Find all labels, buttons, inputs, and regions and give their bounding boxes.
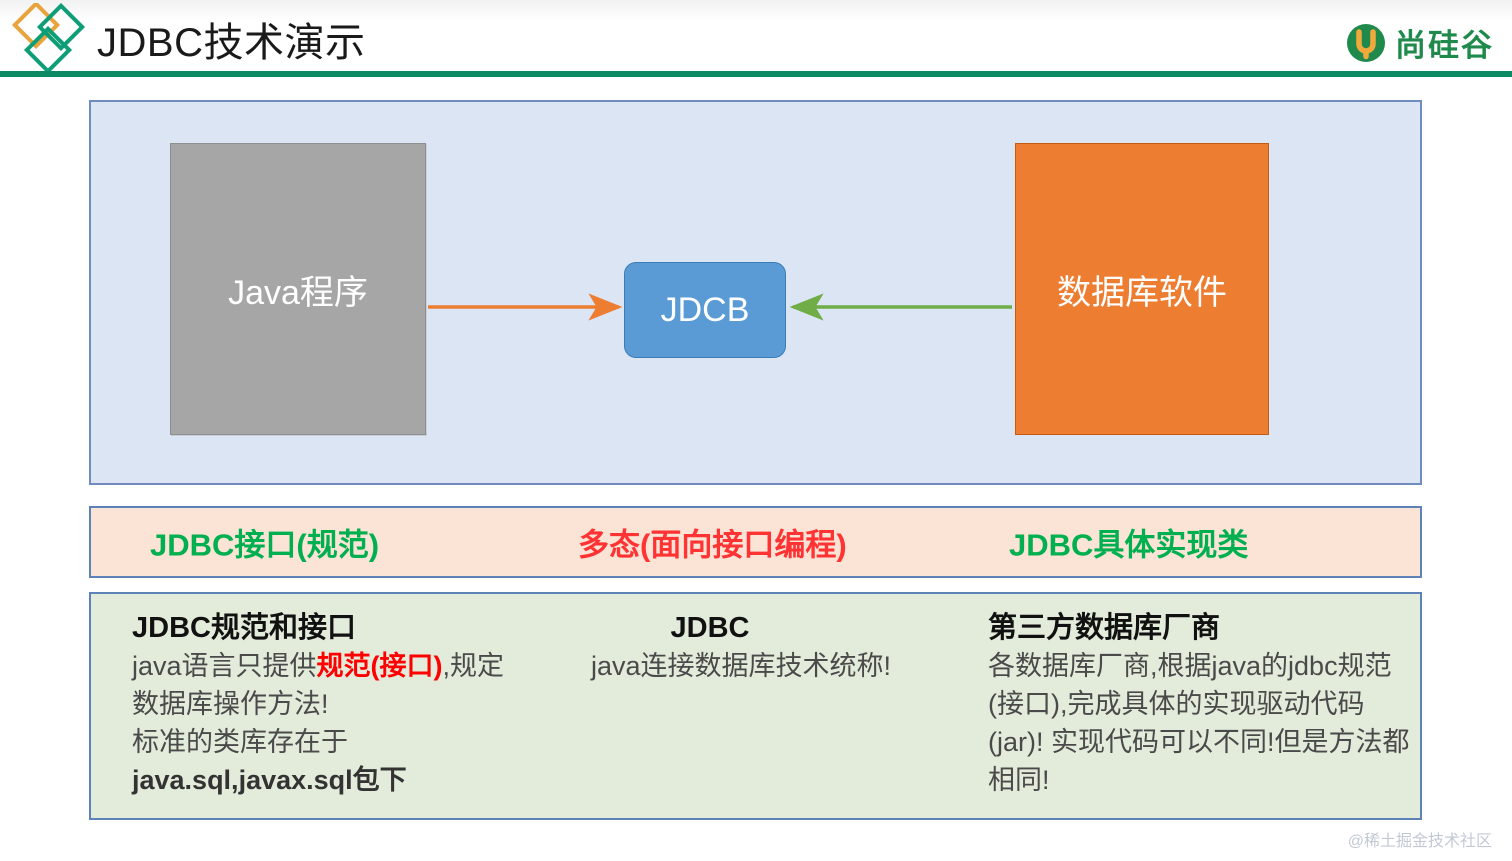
text-highlight: 规范(接口) (316, 651, 443, 682)
diamonds-logo-icon (8, 0, 86, 75)
column-body: java连接数据库技术统称! (591, 651, 892, 682)
watermark: @稀土掘金技术社区 (1347, 833, 1492, 850)
explanation-column-jdbc: JDBC java连接数据库技术统称! (591, 610, 921, 686)
column-body: 各数据库厂商,根据java的jdbc规范(接口),完成具体的实现驱动代码(jar… (988, 651, 1410, 795)
architecture-diagram: Java程序 JDCB 数据库软件 (89, 100, 1422, 485)
text-bold: java.sql,javax.sql (132, 764, 353, 795)
column-heading: JDBC规范和接口 (132, 612, 356, 644)
band-label-polymorphism: 多态(面向接口编程) (578, 527, 847, 563)
text-plain: ,规定数据库操作方法! (132, 651, 505, 720)
column-body: java语言只提供规范(接口),规定数据库操作方法! 标准的类库存在于 java.s… (132, 648, 522, 799)
brand-logo: 尚硅谷 (1346, 20, 1494, 65)
node-jdcb: JDCB (624, 262, 786, 358)
diagram-arrows (428, 293, 1012, 321)
band-label-jdbc-interface: JDBC接口(规范) (150, 527, 380, 563)
role-label-band: JDBC接口(规范) 多态(面向接口编程) JDBC具体实现类 (89, 506, 1422, 578)
node-jdcb-label: JDCB (660, 290, 750, 329)
node-java-program-label: Java程序 (228, 273, 368, 312)
band-label-jdbc-implementation: JDBC具体实现类 (1009, 527, 1249, 563)
header-divider (0, 71, 1512, 77)
explanation-column-spec: JDBC规范和接口 java语言只提供规范(接口),规定数据库操作方法! 标准的类… (132, 610, 522, 799)
text-bold: 包下 (352, 764, 407, 795)
page-header: JDBC技术演示 尚硅谷 (0, 0, 1512, 78)
node-database-software-label: 数据库软件 (1057, 273, 1227, 312)
node-database-software: 数据库软件 (1015, 143, 1269, 435)
node-java-program: Java程序 (170, 143, 426, 435)
explanation-column-vendor: 第三方数据库厂商 各数据库厂商,根据java的jdbc规范(接口),完成具体的实… (988, 610, 1418, 799)
atguigu-u-mark-icon (1347, 23, 1385, 62)
column-heading: 第三方数据库厂商 (988, 612, 1221, 644)
explanation-panel: JDBC规范和接口 java语言只提供规范(接口),规定数据库操作方法! 标准的类… (89, 592, 1422, 820)
text-plain: java语言只提供 (132, 651, 317, 682)
page-title: JDBC技术演示 (97, 21, 366, 65)
column-heading: JDBC (670, 612, 750, 644)
text-plain: 标准的类库存在于 (132, 726, 348, 757)
brand-name: 尚硅谷 (1395, 28, 1494, 63)
